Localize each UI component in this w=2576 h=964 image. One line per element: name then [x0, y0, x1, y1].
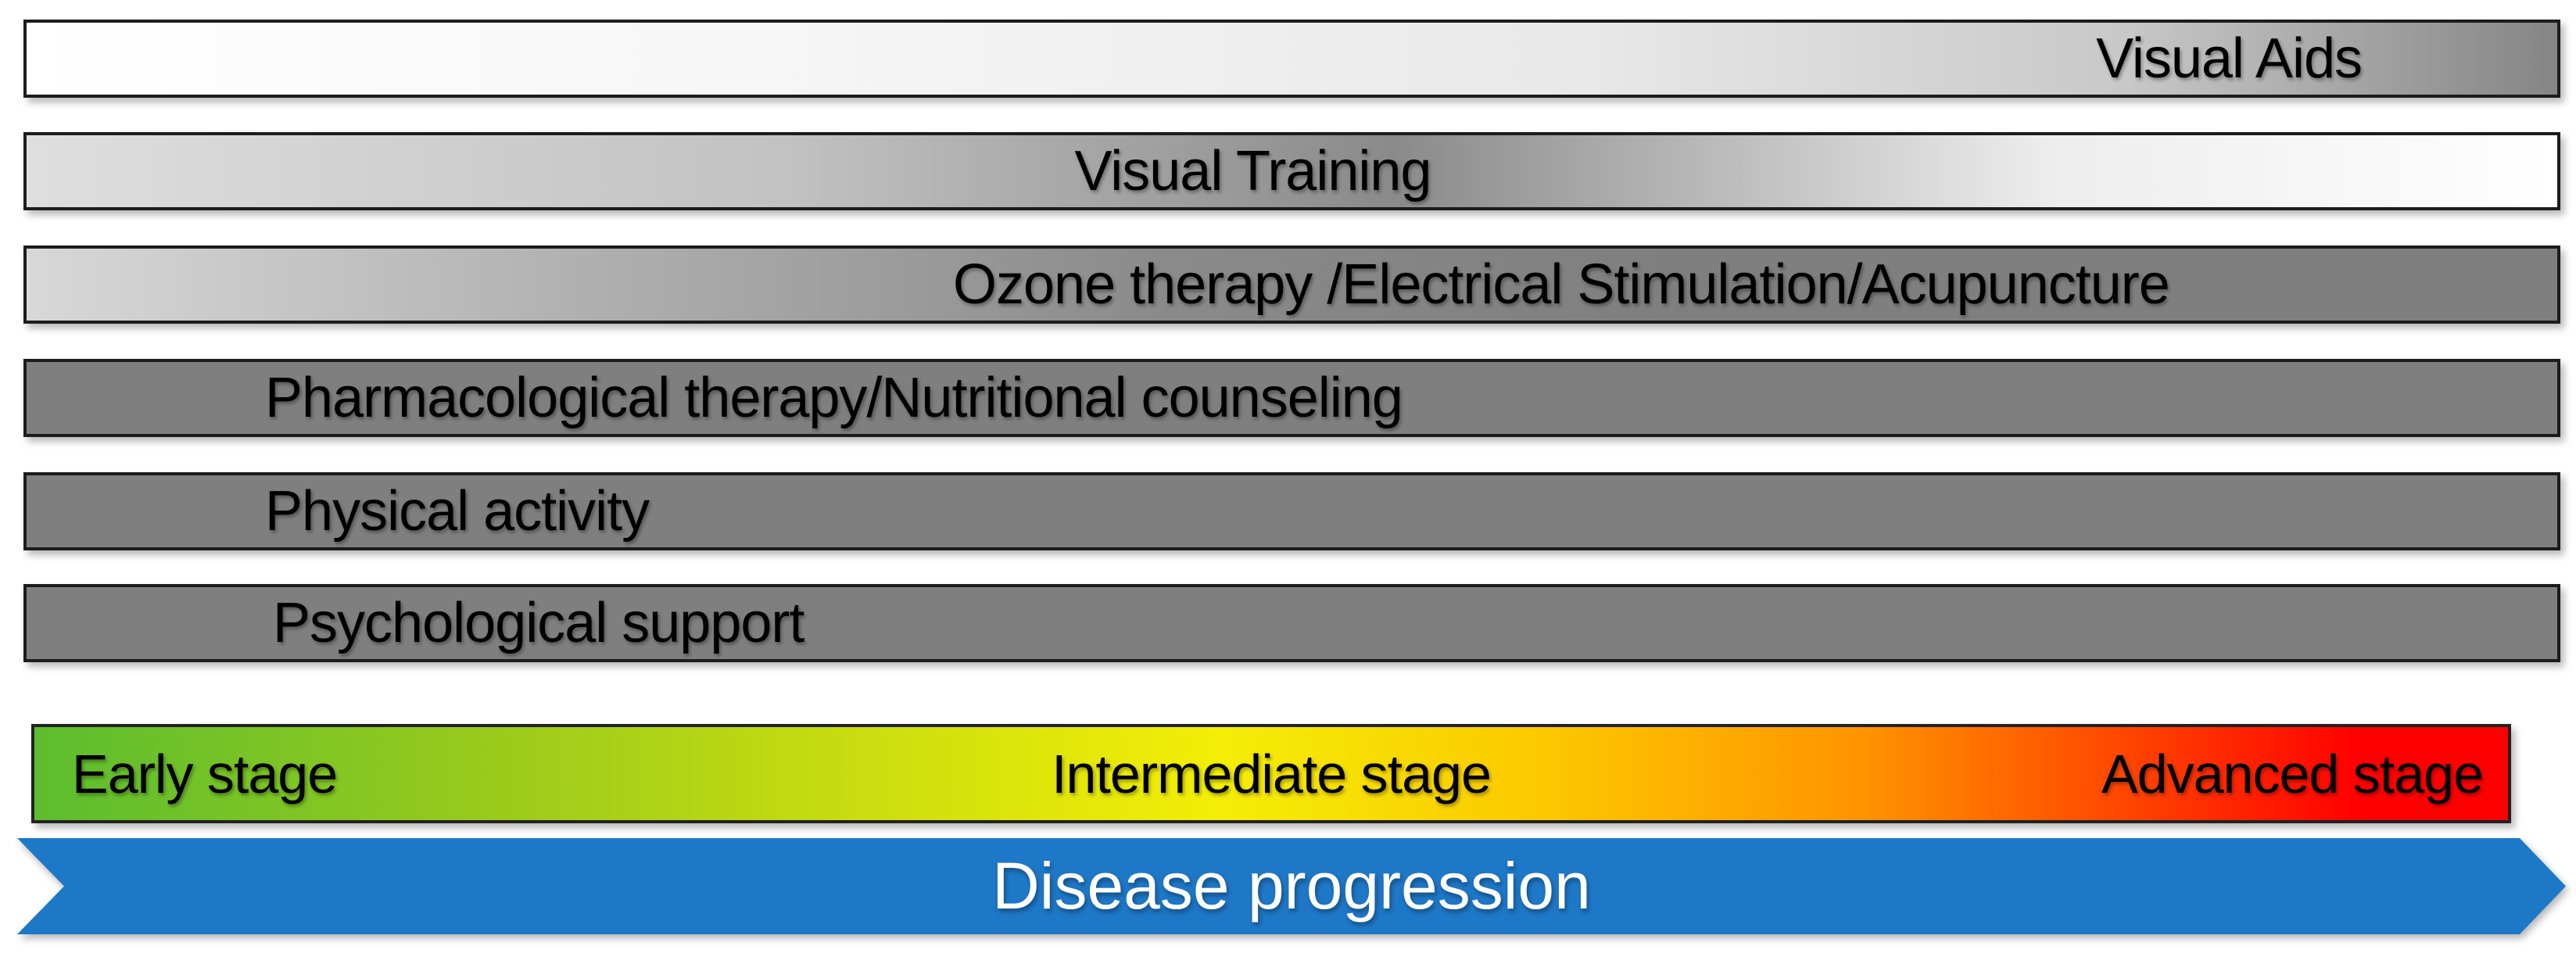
disease-progression-label: Disease progression — [992, 849, 1591, 923]
therapy-bar-visual-training: Visual Training — [23, 132, 2560, 210]
therapy-bar-pharmacological-nutritional: Pharmacological therapy/Nutritional coun… — [23, 359, 2560, 437]
therapy-bar-label: Ozone therapy /Electrical Stimulation/Ac… — [953, 253, 2170, 316]
therapy-bar-label: Pharmacological therapy/Nutritional coun… — [265, 367, 1403, 429]
therapy-bar-visual-aids: Visual Aids — [23, 20, 2560, 98]
therapy-bar-label: Physical activity — [265, 480, 650, 543]
therapy-bar-label: Visual Training — [1074, 140, 1432, 202]
therapy-bar-label: Visual Aids — [2096, 27, 2363, 90]
therapy-bar-label: Psychological support — [273, 592, 804, 654]
stage-label-early: Early stage — [72, 743, 338, 805]
stage-label-advanced: Advanced stage — [2101, 743, 2484, 805]
therapy-bar-ozone-electrical-acupuncture: Ozone therapy /Electrical Stimulation/Ac… — [23, 245, 2560, 324]
therapy-bar-psychological-support: Psychological support — [23, 584, 2560, 662]
therapy-bar-physical-activity: Physical activity — [23, 472, 2560, 550]
disease-stage-gradient-bar: Early stage Intermediate stage Advanced … — [31, 724, 2511, 823]
stage-label-intermediate: Intermediate stage — [1052, 743, 1492, 805]
disease-progression-arrow: Disease progression — [17, 838, 2566, 934]
